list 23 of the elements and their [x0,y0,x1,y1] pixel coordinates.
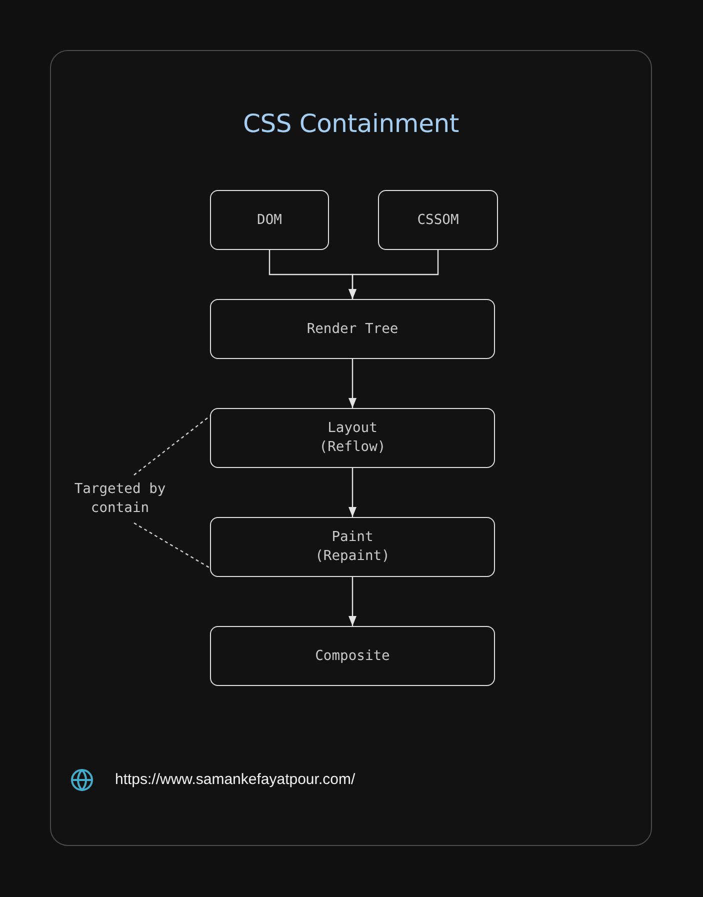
process-box [210,408,495,468]
box-label: Render Tree [306,320,398,338]
arrow [348,359,356,408]
process-box [210,299,495,359]
dotted-leader-line [134,522,210,569]
arrow [348,250,439,299]
website-url: https://www.samankefayatpour.com/ [115,770,356,790]
process-box [210,517,495,577]
box-sublabel: (Reflow) [319,438,386,457]
box-label: Composite [315,646,390,666]
box-label: CSSOM [417,210,459,230]
annotation-text: Targeted by contain [73,480,167,518]
arrow [348,468,356,517]
box-sublabel: (Repaint) [315,547,390,566]
box-label: Layout [328,419,378,438]
process-box [210,190,329,250]
process-box [210,626,495,686]
dotted-leader-line [134,416,210,476]
process-box [378,190,498,250]
arrow [348,577,356,626]
box-label: Paint [332,528,374,547]
box-label: DOM [257,210,282,230]
diagram-title: CSS Containment [242,108,460,140]
